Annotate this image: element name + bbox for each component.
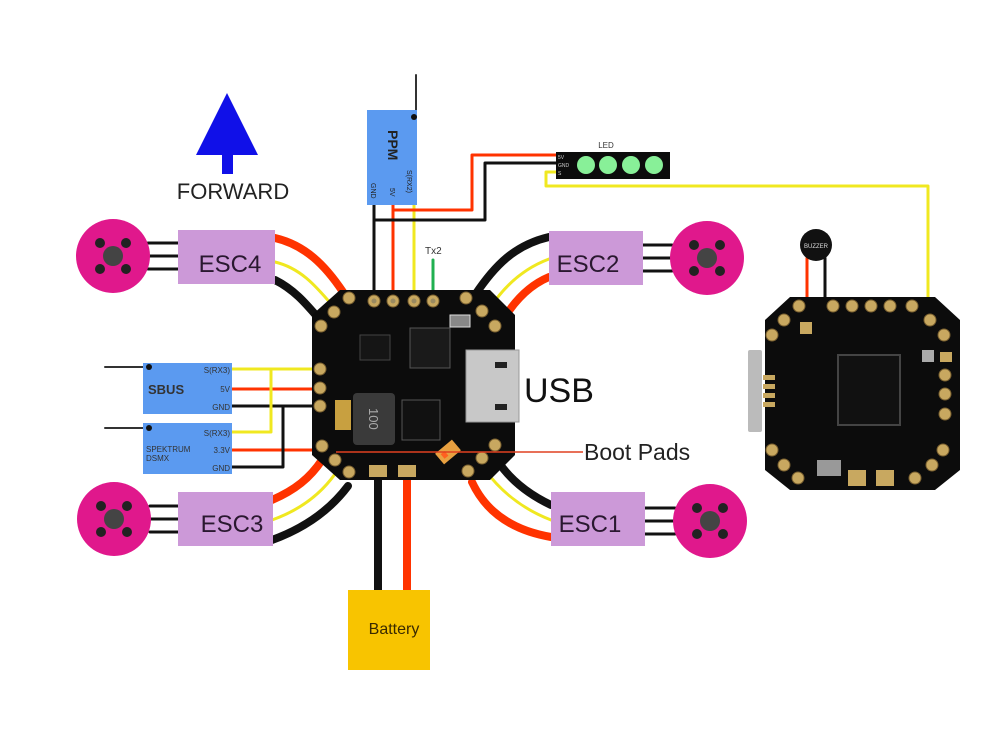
spektrum-title-1: SPEKTRUM	[146, 445, 191, 454]
ppm-pin-gnd: GND	[369, 183, 376, 199]
wire-esc1-red	[468, 478, 555, 541]
led-title: LED	[598, 141, 614, 150]
fc2-led-pad	[922, 350, 934, 362]
motor-2	[670, 221, 744, 295]
ppm-pin-5v: 5V	[388, 188, 395, 197]
buzzer: BUZZER	[800, 229, 832, 261]
esc2-label: ESC2	[557, 251, 620, 278]
spektrum-title-2: DSMX	[146, 454, 170, 463]
led-strip: LED 5V GND S	[556, 141, 670, 179]
fc2-mcu	[837, 354, 901, 426]
spektrum-receiver: SPEKTRUM DSMX S(RX3) 3.3V GND	[143, 423, 232, 474]
sbus-receiver: SBUS S(RX3) 5V GND	[143, 363, 232, 414]
wire-esc1-black	[493, 456, 555, 509]
motor-4	[76, 219, 150, 293]
fc2-5v-pad	[940, 352, 952, 362]
usb-connector	[465, 349, 520, 423]
forward-label: FORWARD	[177, 179, 289, 204]
led-2	[599, 156, 617, 174]
spektrum-pin-gnd: GND	[212, 464, 230, 473]
fc2-buzzer-pad	[800, 322, 812, 334]
fc-inductor	[353, 393, 395, 445]
motor-3	[77, 482, 151, 556]
flight-controller: 100	[312, 290, 520, 480]
led-pin-5v: 5V	[558, 155, 565, 161]
led-3	[622, 156, 640, 174]
fc-inductor-label: 100	[366, 408, 381, 430]
wires	[104, 74, 930, 597]
wire-esc2-black	[471, 233, 553, 299]
esc3-label: ESC3	[201, 511, 264, 538]
motor-1	[673, 484, 747, 558]
wire-esc4-red	[271, 234, 347, 296]
wire-spektrum-signal	[230, 367, 273, 434]
sbus-pin-gnd: GND	[212, 403, 230, 412]
ppm-receiver: PPM GND 5V S(RX2)	[367, 110, 417, 205]
battery-label: Battery	[369, 621, 420, 638]
forward-arrow-icon	[196, 93, 258, 155]
tx2-label: Tx2	[425, 246, 442, 257]
forward-indicator: FORWARD	[177, 93, 289, 204]
fc-capacitor	[335, 400, 351, 430]
wire-esc3-yellow	[270, 472, 337, 522]
fc-mcu	[409, 327, 451, 369]
led-1	[577, 156, 595, 174]
wire-led-5v	[391, 153, 558, 212]
fc-top-pads	[313, 291, 502, 479]
esc-1: ESC1	[551, 492, 645, 546]
led-4	[645, 156, 663, 174]
esc4-label: ESC4	[199, 251, 262, 278]
esc-2: ESC2	[549, 231, 643, 285]
fc-battery-pad-neg	[369, 465, 387, 477]
esc-3: ESC3	[178, 492, 273, 546]
wire-esc3-black	[268, 482, 352, 544]
wire-led-gnd	[372, 161, 558, 222]
forward-arrow-stem	[222, 154, 233, 174]
ppm-pin-signal: S(RX2)	[405, 170, 412, 193]
spektrum-pin-3v3: 3.3V	[214, 446, 231, 455]
fc2-pads	[765, 299, 952, 485]
esc1-label: ESC1	[559, 511, 622, 538]
fc-regulator	[401, 399, 441, 441]
wire-led-signal	[544, 170, 930, 357]
battery: Battery	[348, 590, 430, 670]
boot-pads-label: Boot Pads	[584, 439, 690, 465]
wire-esc3-red	[268, 456, 326, 504]
esc-4: ESC4	[178, 230, 275, 284]
flight-controller-bottom-view	[748, 297, 960, 490]
wire-spektrum-gnd	[230, 404, 285, 469]
spektrum-pin-signal: S(RX3)	[204, 429, 231, 438]
ppm-title: PPM	[385, 130, 401, 160]
sbus-pin-signal: S(RX3)	[204, 366, 231, 375]
fc2-usb-port	[748, 350, 762, 432]
buzzer-label: BUZZER	[804, 244, 829, 250]
fc-battery-pad-pos	[398, 465, 416, 477]
led-pin-signal: S	[558, 171, 562, 177]
wire-esc4-yellow	[273, 260, 334, 307]
usb-label: USB	[524, 372, 594, 410]
sbus-pin-5v: 5V	[220, 385, 230, 394]
led-pin-gnd: GND	[558, 163, 570, 169]
sbus-title: SBUS	[148, 382, 184, 397]
